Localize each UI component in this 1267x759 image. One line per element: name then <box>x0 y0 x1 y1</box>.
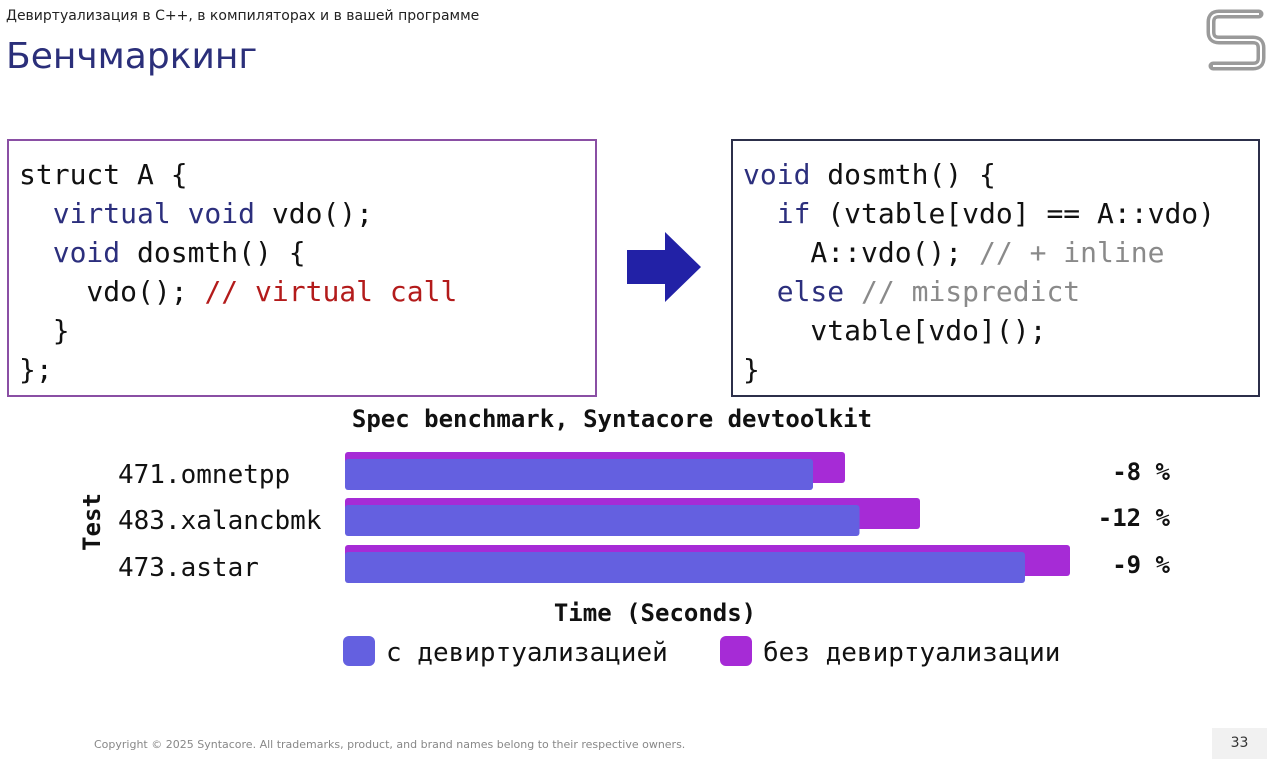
code-line: void dosmth() { <box>19 233 595 272</box>
code-token: (vtable[vdo] == A::vdo) <box>810 197 1216 230</box>
code-before: struct A { virtual void vdo(); void dosm… <box>7 139 597 397</box>
presentation-subtitle: Девиртуализация в C++, в компиляторах и … <box>6 8 480 24</box>
code-token: dosmth() { <box>120 236 306 269</box>
code-token <box>743 275 777 308</box>
syntacore-logo <box>1206 9 1266 71</box>
code-token <box>19 197 53 230</box>
delta-annotation: -12 % <box>1098 504 1171 532</box>
code-token: vtable[vdo](); <box>743 314 1047 347</box>
code-token: vdo(); <box>19 275 205 308</box>
legend-label-without-devirt: без девиртуализации <box>763 638 1060 668</box>
code-token: else <box>776 275 845 308</box>
code-token: dosmth() { <box>810 158 996 191</box>
code-line: struct A { <box>19 155 595 194</box>
category-label: 471.omnetpp <box>118 460 290 490</box>
delta-annotation: -8 % <box>1112 458 1170 486</box>
copyright-text: Copyright © 2025 Syntacore. All trademar… <box>94 738 686 751</box>
code-line: }; <box>19 350 595 389</box>
code-token <box>844 275 861 308</box>
code-token: } <box>19 314 70 347</box>
bar-with-devirt <box>345 505 860 536</box>
code-token: A::vdo(); <box>743 236 980 269</box>
code-token: void <box>743 158 811 191</box>
code-token <box>743 197 777 230</box>
code-line: else // mispredict <box>743 272 1258 311</box>
code-token: } <box>743 353 760 386</box>
code-line: vtable[vdo](); <box>743 311 1258 350</box>
legend-label-with-devirt: с девиртуализацией <box>386 638 668 668</box>
code-token: // + inline <box>979 236 1165 269</box>
legend-swatch-without-devirt <box>720 636 752 666</box>
category-label: 483.xalancbmk <box>118 506 322 536</box>
x-axis-label: Time (Seconds) <box>554 599 756 627</box>
code-line: virtual void vdo(); <box>19 194 595 233</box>
page-title: Бенчмаркинг <box>6 36 258 77</box>
arrow-right-icon <box>627 232 701 302</box>
category-label: 473.astar <box>118 553 259 583</box>
y-axis-label: Test <box>78 493 106 551</box>
code-token: virtual void <box>52 197 256 230</box>
code-token: if <box>776 197 811 230</box>
page-number: 33 <box>1212 728 1267 759</box>
code-token: vdo(); <box>255 197 374 230</box>
code-token: // mispredict <box>861 275 1081 308</box>
code-token: // virtual call <box>204 275 458 308</box>
bar-with-devirt <box>345 459 813 490</box>
code-token: struct A { <box>19 158 188 191</box>
code-line: vdo(); // virtual call <box>19 272 595 311</box>
code-line: if (vtable[vdo] == A::vdo) <box>743 194 1258 233</box>
chart-title: Spec benchmark, Syntacore devtoolkit <box>352 405 872 433</box>
code-line: } <box>19 311 595 350</box>
code-token <box>19 236 53 269</box>
code-token: void <box>52 236 121 269</box>
bar-with-devirt <box>345 552 1025 583</box>
code-line: void dosmth() { <box>743 155 1258 194</box>
delta-annotation: -9 % <box>1112 551 1170 579</box>
legend-swatch-with-devirt <box>343 636 375 666</box>
benchmark-chart: Spec benchmark, Syntacore devtoolkitTest… <box>78 405 1171 668</box>
code-line: A::vdo(); // + inline <box>743 233 1258 272</box>
code-after: void dosmth() { if (vtable[vdo] == A::vd… <box>731 139 1260 397</box>
code-token: }; <box>19 353 53 386</box>
code-line: } <box>743 350 1258 389</box>
